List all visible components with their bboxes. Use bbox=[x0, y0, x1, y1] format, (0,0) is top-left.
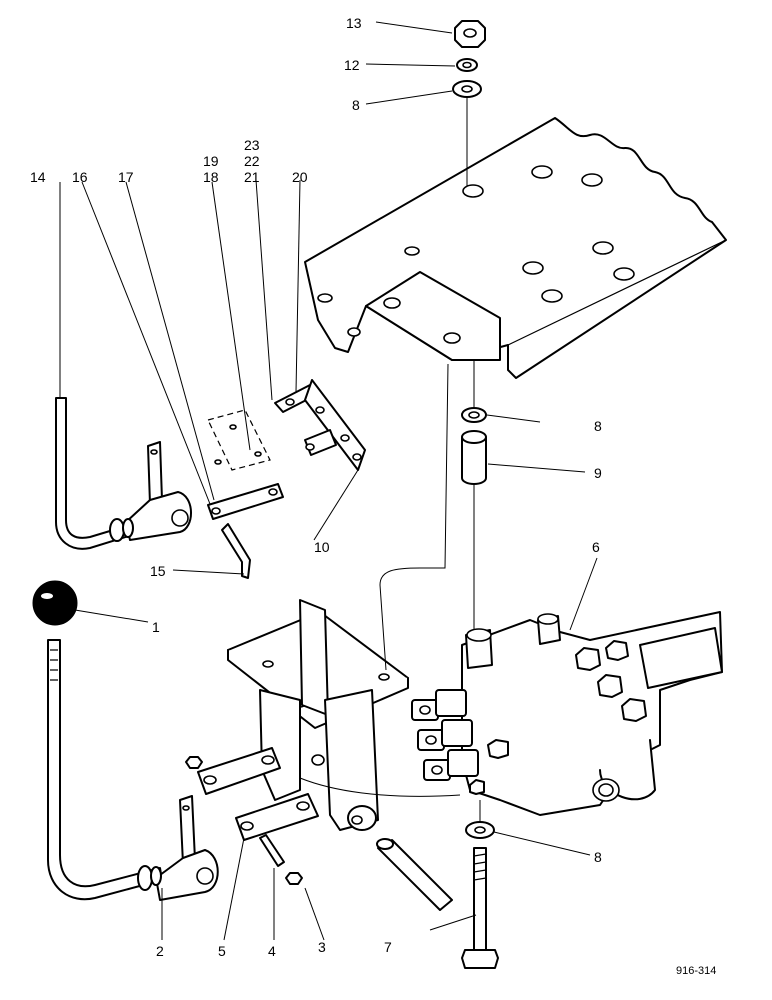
callout-17: 17 bbox=[118, 169, 134, 185]
leader-lines bbox=[59, 21, 598, 941]
callout-3: 3 bbox=[318, 939, 326, 955]
drawing-reference-number: 916-314 bbox=[676, 965, 716, 977]
lock-washer-12 bbox=[456, 58, 478, 72]
nut-3-lower bbox=[285, 872, 303, 885]
callout-19: 19 bbox=[203, 153, 219, 169]
callout-23: 23 bbox=[244, 137, 260, 153]
callout-8-middle: 8 bbox=[594, 418, 602, 434]
callout-18: 18 bbox=[203, 169, 219, 185]
callout-15: 15 bbox=[150, 563, 166, 579]
lower-bracket bbox=[227, 599, 409, 831]
flat-washer-8-top bbox=[452, 80, 482, 98]
pivot-pin-7 bbox=[376, 838, 453, 911]
bolt bbox=[461, 847, 499, 969]
callout-12: 12 bbox=[344, 57, 360, 73]
mounting-plate bbox=[304, 117, 727, 379]
callout-21: 21 bbox=[244, 169, 260, 185]
guide-plate-17 bbox=[207, 409, 271, 471]
knob-1 bbox=[32, 580, 78, 626]
nut-3-upper bbox=[185, 756, 203, 769]
callout-labels: 13 12 8 23 22 21 20 19 18 17 16 14 8 9 1… bbox=[30, 15, 602, 959]
angle-bracket-10 bbox=[274, 379, 366, 471]
callout-2: 2 bbox=[156, 943, 164, 959]
callout-8-bottom: 8 bbox=[594, 849, 602, 865]
callout-8-top: 8 bbox=[352, 97, 360, 113]
link-5-upper bbox=[197, 747, 281, 795]
callout-14: 14 bbox=[30, 169, 46, 185]
callout-7: 7 bbox=[384, 939, 392, 955]
callout-6: 6 bbox=[592, 539, 600, 555]
callout-13: 13 bbox=[346, 15, 362, 31]
callout-9: 9 bbox=[594, 465, 602, 481]
nut-13 bbox=[454, 20, 486, 48]
callout-4: 4 bbox=[268, 943, 276, 959]
spacer-9 bbox=[461, 430, 487, 485]
control-valve-6 bbox=[411, 611, 723, 816]
callout-20: 20 bbox=[292, 169, 308, 185]
callout-1: 1 bbox=[152, 619, 160, 635]
callout-16: 16 bbox=[72, 169, 88, 185]
callout-5: 5 bbox=[218, 943, 226, 959]
callout-22: 22 bbox=[244, 153, 260, 169]
control-lever-2 bbox=[47, 639, 219, 901]
control-lever-14 bbox=[55, 397, 192, 550]
link-strap-16 bbox=[207, 483, 284, 520]
flat-washer-8-bottom bbox=[465, 821, 495, 839]
flat-washer-8-middle bbox=[461, 407, 487, 423]
callout-10: 10 bbox=[314, 539, 330, 555]
bent-pin-15 bbox=[221, 523, 251, 579]
pin-4 bbox=[259, 834, 285, 867]
link-5-lower bbox=[235, 793, 319, 841]
